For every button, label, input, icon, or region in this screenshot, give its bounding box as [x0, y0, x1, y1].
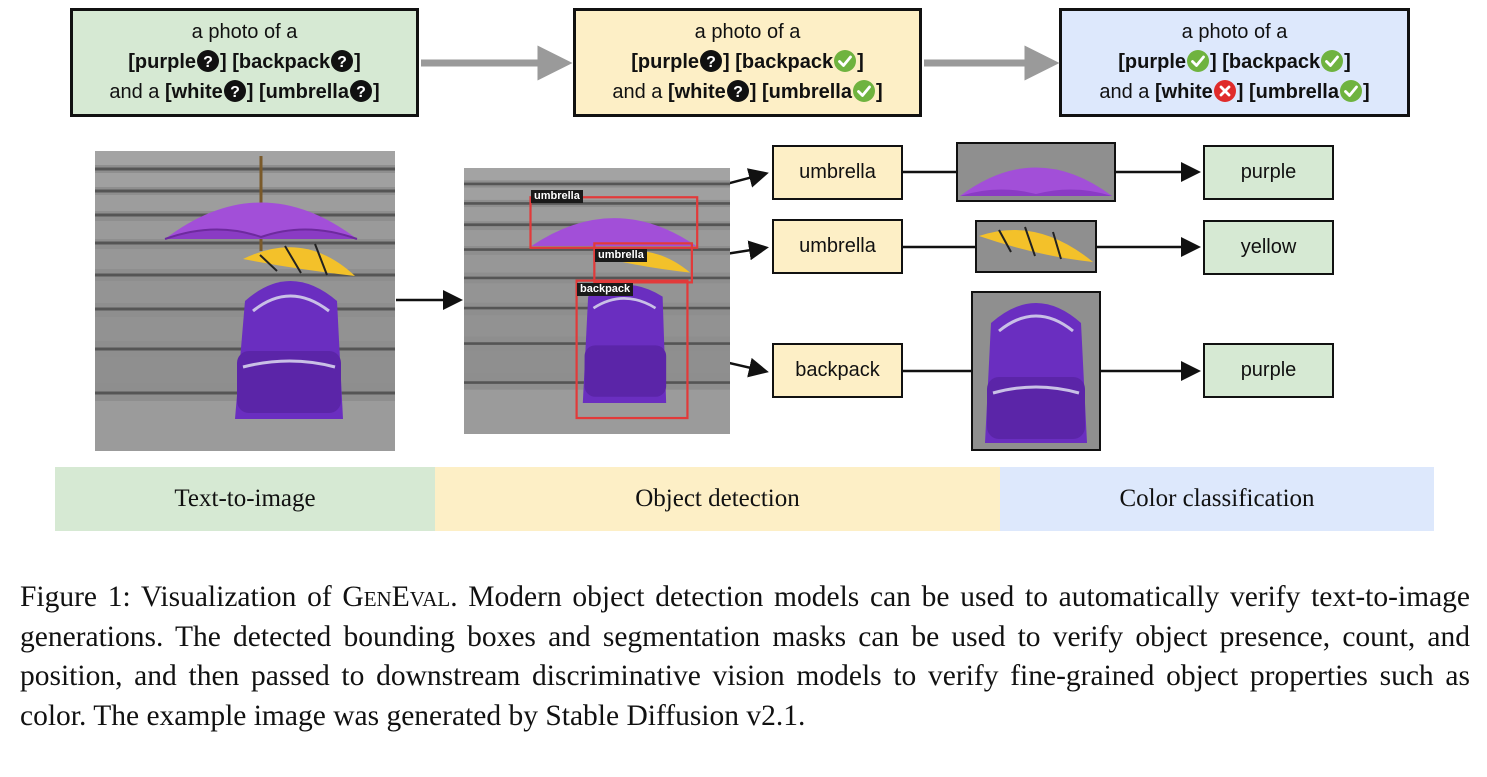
crop-purple-umbrella-art — [960, 167, 1112, 196]
generated-image-art — [95, 151, 395, 451]
generated-image — [95, 151, 395, 451]
crop-yellow-umbrella — [975, 220, 1097, 273]
bracket: ] — [1363, 81, 1370, 103]
detection-image-art — [464, 168, 730, 434]
attr-purple: [purple — [128, 51, 197, 73]
caption-body: . Modern object detection models can be … — [20, 581, 1471, 732]
object-label-umbrella-2: umbrella — [772, 219, 903, 274]
prompt-line-3: and a [white?] [umbrella?] — [73, 77, 416, 107]
crop-purple-backpack — [971, 291, 1101, 451]
prompt-line-1: a photo of a — [1181, 21, 1288, 43]
prompt-line-3: and a [white?] [umbrella] — [576, 77, 919, 107]
attr-purple: [purple — [631, 51, 700, 73]
bracket: ] — [1210, 51, 1217, 73]
question-icon: ? — [700, 50, 723, 72]
stage-object-detection: Object detection — [435, 467, 1000, 531]
attr-white: [white — [667, 81, 726, 103]
object-backpack: [backpack — [232, 51, 331, 73]
bracket: ] — [246, 81, 254, 103]
object-backpack: [backpack — [735, 51, 834, 73]
prompt-box-object-detection: a photo of a [purple?] [backpack] and a … — [573, 8, 922, 117]
crop-purple-umbrella — [956, 142, 1116, 202]
prompt-line-3: and a [white] [umbrella] — [1062, 77, 1407, 107]
svg-text:?: ? — [230, 84, 240, 101]
question-icon: ? — [223, 80, 246, 102]
object-label-umbrella-1: umbrella — [772, 145, 903, 200]
stage-text-to-image: Text-to-image — [55, 467, 435, 531]
attr-white: [white — [1154, 81, 1213, 103]
detection-tag-umbrella-1: umbrella — [531, 190, 583, 203]
question-icon: ? — [197, 50, 220, 72]
svg-text:?: ? — [203, 54, 213, 71]
prompt-conj: and a — [612, 81, 663, 103]
caption-prefix: Figure 1: Visualization of — [20, 581, 343, 613]
color-label-yellow: yellow — [1203, 220, 1334, 275]
check-icon — [834, 50, 857, 72]
question-icon: ? — [350, 80, 372, 102]
bracket: ] — [857, 51, 864, 73]
object-umbrella: [umbrella — [761, 81, 852, 103]
object-umbrella: [umbrella — [258, 81, 349, 103]
object-umbrella: [umbrella — [1248, 81, 1339, 103]
bracket: ] — [373, 81, 380, 103]
bracket: ] — [1344, 51, 1351, 73]
caption-method-name: GenEval — [342, 581, 451, 613]
check-icon — [1340, 80, 1362, 102]
cross-icon — [1213, 80, 1236, 102]
svg-text:?: ? — [706, 54, 716, 71]
prompt-box-color-classification: a photo of a [purple] [backpack] and a [… — [1059, 8, 1410, 117]
figure-caption: Figure 1: Visualization of GenEval. Mode… — [20, 578, 1470, 736]
object-label-backpack: backpack — [772, 343, 903, 398]
check-icon — [853, 80, 875, 102]
prompt-line-2: [purple?] [backpack?] — [73, 47, 416, 77]
bracket: ] — [749, 81, 757, 103]
color-label-purple-1: purple — [1203, 145, 1334, 200]
attr-white: [white — [164, 81, 223, 103]
prompt-conj: and a — [1099, 81, 1150, 103]
stage-color-classification: Color classification — [1000, 467, 1434, 531]
prompt-line-2: [purple] [backpack] — [1062, 47, 1407, 77]
crop-purple-backpack-art — [985, 303, 1087, 443]
object-backpack: [backpack — [1222, 51, 1321, 73]
check-icon — [1321, 50, 1344, 72]
prompt-box-text-to-image: a photo of a [purple?] [backpack?] and a… — [70, 8, 419, 117]
prompt-conj: and a — [109, 81, 160, 103]
color-label-purple-2: purple — [1203, 343, 1334, 398]
bracket: ] — [1236, 81, 1244, 103]
bracket: ] — [220, 51, 227, 73]
svg-text:?: ? — [733, 84, 743, 101]
svg-text:?: ? — [337, 54, 347, 71]
detection-image: umbrella umbrella backpack — [464, 168, 730, 434]
prompt-line-1: a photo of a — [191, 21, 298, 43]
detection-tag-umbrella-2: umbrella — [595, 249, 647, 262]
bracket: ] — [354, 51, 361, 73]
bracket: ] — [723, 51, 730, 73]
detection-tag-backpack: backpack — [577, 283, 634, 296]
bracket: ] — [876, 81, 883, 103]
attr-purple: [purple — [1118, 51, 1187, 73]
prompt-line-1: a photo of a — [694, 21, 801, 43]
prompt-line-2: [purple?] [backpack] — [576, 47, 919, 77]
check-icon — [1187, 50, 1210, 72]
question-icon: ? — [726, 80, 749, 102]
crop-yellow-umbrella-art — [979, 226, 1093, 262]
question-icon: ? — [331, 50, 354, 72]
svg-text:?: ? — [356, 84, 366, 101]
